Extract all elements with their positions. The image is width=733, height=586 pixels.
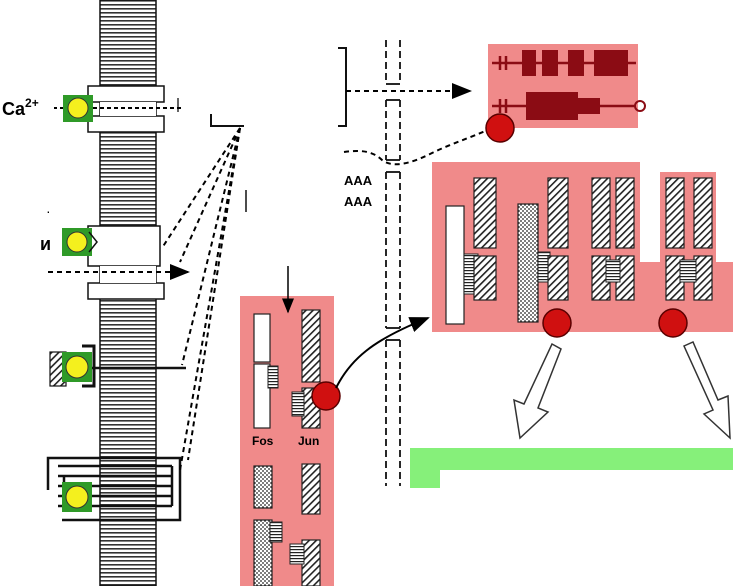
left-cut-label: и bbox=[40, 234, 51, 254]
tf-dot-right bbox=[658, 308, 688, 338]
tf-complex-3 bbox=[591, 177, 635, 301]
aaa-bottom-label: AAA bbox=[344, 194, 373, 209]
fos-jun-panel bbox=[240, 266, 334, 586]
calcium-channel bbox=[86, 85, 184, 133]
tf-complex-2 bbox=[517, 177, 569, 323]
nuclear-membrane bbox=[385, 40, 401, 486]
ligand-1 bbox=[63, 95, 93, 122]
target-gene-panel bbox=[410, 448, 733, 586]
top-bracket bbox=[338, 47, 347, 127]
hollow-arrow-right bbox=[683, 341, 731, 440]
ligand-2 bbox=[62, 228, 98, 256]
receptor-2 bbox=[87, 225, 165, 300]
kinase-bracket bbox=[210, 114, 244, 127]
jun-label: Jun bbox=[298, 434, 319, 448]
aaa-top-label: AAA bbox=[344, 173, 373, 188]
ligand-4 bbox=[62, 482, 92, 512]
signal-fan-lines bbox=[161, 127, 241, 471]
top-gene-panel bbox=[488, 44, 646, 128]
top-panel-dot bbox=[485, 113, 515, 143]
left-cut-mark: · bbox=[46, 203, 51, 219]
tf-dot-left bbox=[542, 308, 572, 338]
ligand-3 bbox=[62, 352, 92, 382]
fos-jun-dot bbox=[311, 381, 341, 411]
hollow-arrow-left bbox=[513, 342, 562, 440]
calcium-label: Ca2+ bbox=[2, 96, 39, 119]
tf-complex-1 bbox=[445, 177, 497, 325]
mrna-curve bbox=[343, 127, 493, 166]
fos-jun-to-tf-arrow bbox=[335, 317, 430, 389]
fos-label: Fos bbox=[252, 434, 274, 448]
tf-complex-4 bbox=[665, 177, 713, 301]
